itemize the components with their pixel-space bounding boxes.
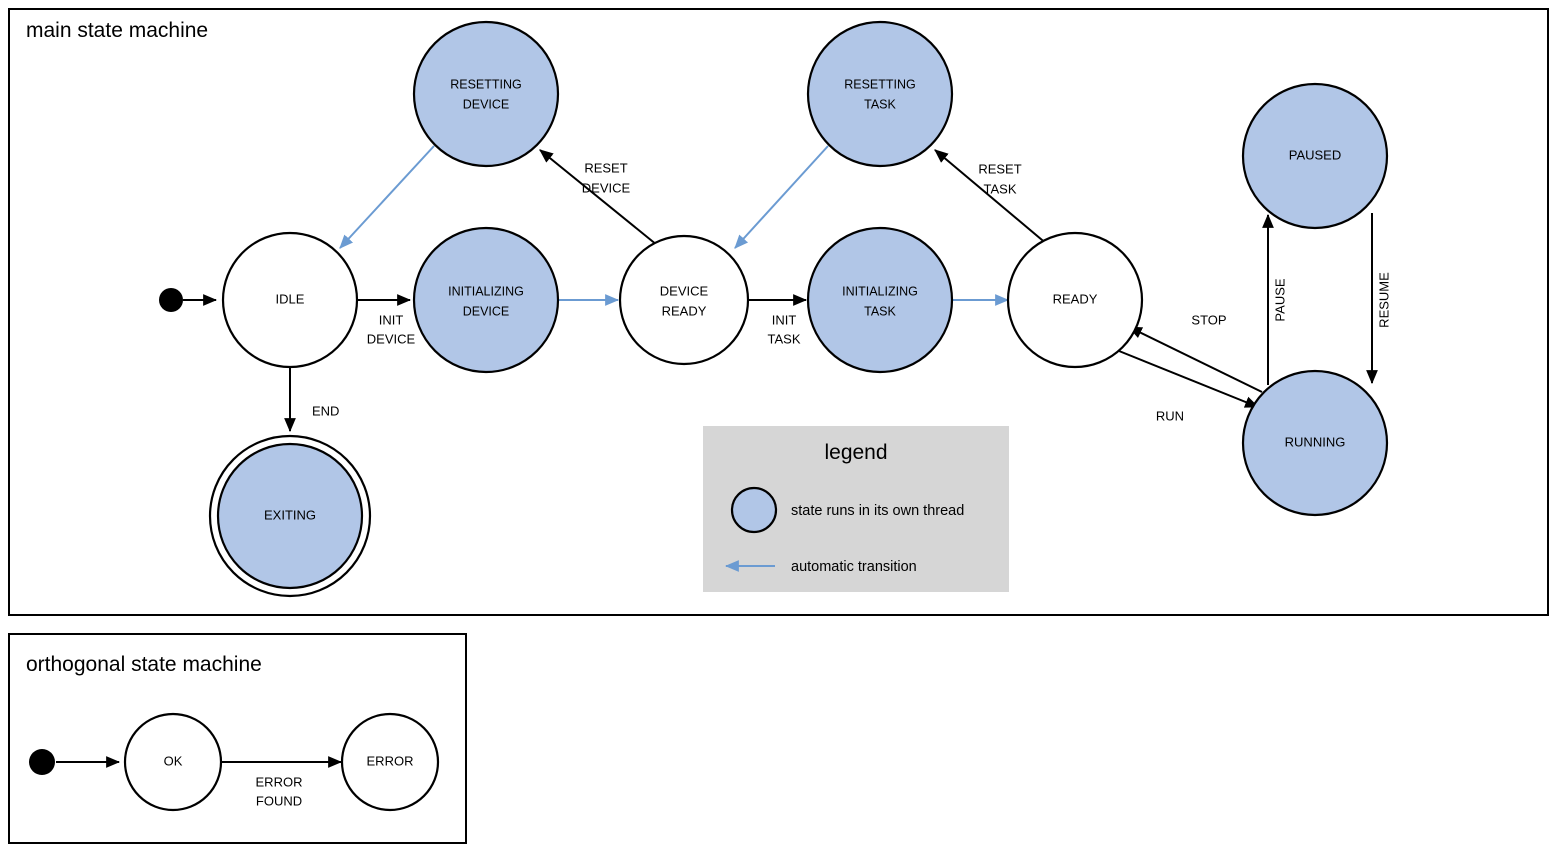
edge-label-init-device-line1: INIT <box>379 312 404 327</box>
state-resetting-task[interactable]: RESETTING TASK <box>806 20 954 168</box>
edge-label-reset-device-line1: RESET <box>584 160 627 175</box>
transition-resetting-task-to-device-ready <box>734 145 829 249</box>
edge-resetting-device-to-idle <box>339 145 435 249</box>
state-initializing-device-label-line1: INITIALIZING <box>448 284 524 298</box>
state-resetting-device-label-line1: RESETTING <box>450 77 522 91</box>
state-resetting-task-label-line1: RESETTING <box>844 77 916 91</box>
state-ready-shape[interactable] <box>1006 231 1144 369</box>
edge-label-init-task-line2: TASK <box>768 331 801 346</box>
edge-label-init-device-line2: DEVICE <box>367 331 416 346</box>
orthogonal-state-machine-frame: orthogonal state machine <box>8 633 467 844</box>
state-resetting-device-label-line2: DEVICE <box>463 97 510 111</box>
state-initializing-task-label-line1: INITIALIZING <box>842 284 918 298</box>
state-running-shape[interactable] <box>1241 369 1389 517</box>
state-exiting-outer-ring <box>208 434 372 598</box>
transition-device-ready-to-resetting-device: RESET DEVICE <box>539 149 658 246</box>
edge-label-reset-task-line2: TASK <box>984 181 1017 196</box>
state-error[interactable]: ERROR <box>340 712 440 812</box>
state-resetting-task-label-line2: TASK <box>864 97 896 111</box>
state-ok-shape[interactable] <box>123 712 223 812</box>
state-resetting-device[interactable]: RESETTING DEVICE <box>412 20 560 168</box>
state-ok[interactable]: OK <box>123 712 223 812</box>
edge-label-resume: RESUME <box>1376 272 1391 328</box>
transition-device-ready-to-initializing-task: INIT TASK <box>748 294 808 346</box>
orthogonal-frame-title: orthogonal state machine <box>26 653 262 676</box>
state-device-ready[interactable]: DEVICE READY <box>618 234 750 366</box>
transition-ready-to-resetting-task: RESET TASK <box>934 149 1049 246</box>
state-running[interactable]: RUNNING <box>1241 369 1389 517</box>
edge-label-error-found-line1: ERROR <box>256 774 303 789</box>
initial-pseudostate-orthogonal <box>29 749 55 775</box>
transition-idle-to-initializing-device: INIT DEVICE <box>357 294 416 346</box>
transition-running-to-paused: PAUSE <box>1262 213 1287 385</box>
legend-thread-label: state runs in its own thread <box>791 503 964 519</box>
edge-label-init-task-line1: INIT <box>772 312 797 327</box>
state-device-ready-shape[interactable] <box>618 234 750 366</box>
state-resetting-device-shape[interactable] <box>412 20 560 168</box>
state-initializing-device-shape[interactable] <box>412 226 560 374</box>
main-state-machine-frame: main state machine <box>8 8 1549 616</box>
main-frame-border <box>8 8 1549 616</box>
edge-label-error-found-line2: FOUND <box>256 793 302 808</box>
edge-label-pause: PAUSE <box>1272 278 1287 321</box>
state-initializing-task[interactable]: INITIALIZING TASK <box>806 226 954 374</box>
state-device-ready-label-line1: DEVICE <box>660 283 709 298</box>
state-initializing-device[interactable]: INITIALIZING DEVICE <box>412 226 560 374</box>
state-resetting-task-shape[interactable] <box>806 20 954 168</box>
state-idle-shape[interactable] <box>221 231 359 369</box>
state-running-label: RUNNING <box>1285 434 1346 449</box>
initial-pseudostate-main <box>159 288 183 312</box>
legend-title: legend <box>824 441 887 464</box>
transition-resetting-device-to-idle <box>339 145 435 249</box>
transition-idle-to-exiting: END <box>284 367 339 433</box>
transition-ready-to-running: RUN <box>1118 350 1260 423</box>
state-ready-label: READY <box>1053 291 1098 306</box>
state-error-label: ERROR <box>367 753 414 768</box>
state-idle-label: IDLE <box>276 291 305 306</box>
transition-running-to-ready: STOP <box>1127 312 1263 393</box>
main-frame-title: main state machine <box>26 19 208 42</box>
state-initializing-task-shape[interactable] <box>806 226 954 374</box>
state-idle[interactable]: IDLE <box>221 231 359 369</box>
edge-ready-to-running <box>1118 350 1260 408</box>
edge-ready-to-resetting-task <box>934 149 1049 246</box>
state-error-shape[interactable] <box>340 712 440 812</box>
state-initializing-device-label-line2: DEVICE <box>463 304 510 318</box>
edge-device-ready-to-resetting-device <box>539 149 658 246</box>
state-paused-shape[interactable] <box>1241 82 1389 230</box>
transition-paused-to-running: RESUME <box>1366 213 1391 385</box>
edge-resetting-task-to-device-ready <box>734 145 829 249</box>
state-exiting-label: EXITING <box>264 507 316 522</box>
state-ok-label: OK <box>164 753 183 768</box>
legend-auto-label: automatic transition <box>791 559 917 575</box>
state-exiting[interactable]: EXITING <box>208 434 372 598</box>
state-device-ready-label-line2: READY <box>662 303 707 318</box>
edge-label-reset-task-line1: RESET <box>978 161 1021 176</box>
state-paused-label: PAUSED <box>1289 147 1342 162</box>
edge-label-end: END <box>312 403 339 418</box>
state-paused[interactable]: PAUSED <box>1241 82 1389 230</box>
transition-ok-to-error: ERROR FOUND <box>221 756 343 808</box>
edge-running-to-ready <box>1127 326 1263 393</box>
edge-label-stop: STOP <box>1191 312 1226 327</box>
state-exiting-shape[interactable] <box>216 442 364 590</box>
state-initializing-task-label-line2: TASK <box>864 304 896 318</box>
edge-label-reset-device-line2: DEVICE <box>582 180 631 195</box>
edge-label-run: RUN <box>1156 408 1184 423</box>
legend-thread-swatch-icon <box>730 486 778 534</box>
state-ready[interactable]: READY <box>1006 231 1144 369</box>
legend: legend state runs in its own thread auto… <box>703 426 1009 592</box>
orthogonal-frame-border <box>8 633 467 844</box>
